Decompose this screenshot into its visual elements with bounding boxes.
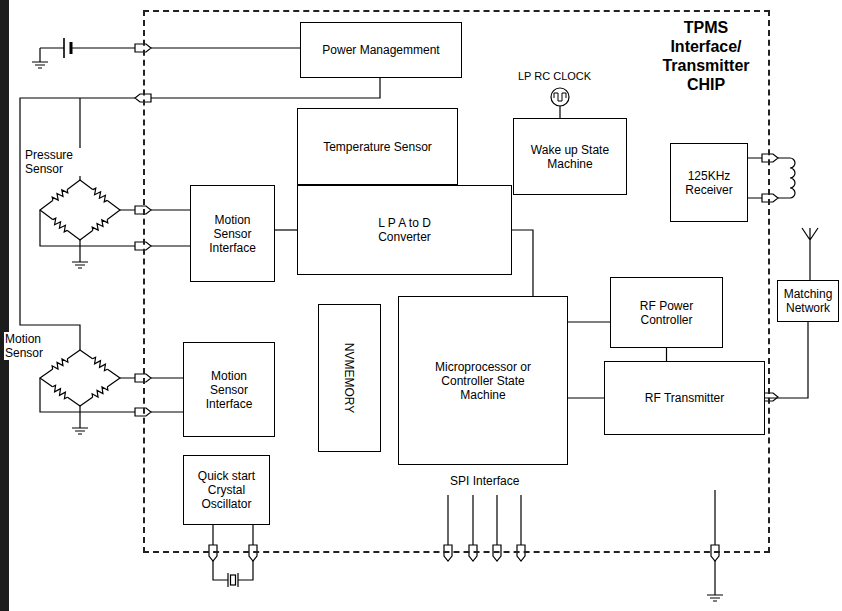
pin-symbol [444, 545, 452, 561]
battery-symbol [63, 38, 65, 58]
resistor-symbol [91, 384, 110, 400]
chip-title: TPMS Interface/ Transmitter CHIP [650, 18, 762, 94]
state-machine-box: Wake up State Machine [513, 118, 627, 195]
ground-symbol [32, 48, 48, 68]
resistor-symbol [91, 356, 110, 372]
signal-wire [512, 230, 533, 296]
supply-wire [151, 47, 300, 48]
block-label: RF Transmitter [645, 391, 724, 405]
block-label: NVMEMORY [343, 343, 357, 413]
resistor-symbol [51, 187, 70, 203]
processor-box: Microprocessor or Controller State Machi… [398, 296, 568, 465]
resistor-symbol [51, 384, 70, 400]
signal-wire [666, 348, 667, 361]
block-label: Wake up State Machine [525, 143, 615, 171]
coil-symbol [778, 158, 795, 198]
block-label: 125KHz Receiver [679, 169, 739, 197]
crystal-symbol [231, 575, 236, 585]
clock-wire [559, 106, 560, 118]
controller-box: RF Power Controller [610, 277, 723, 348]
sensor-label: Motion Sensor [4, 332, 56, 360]
sensor-box: Temperature Sensor [297, 108, 458, 185]
block-label: Motion Sensor Interface [199, 369, 259, 411]
signal-wire [765, 322, 808, 398]
bus-label: SPI Interface [449, 474, 520, 488]
clock-symbol [554, 93, 566, 101]
pin-symbol [469, 545, 477, 561]
block-label: Motion Sensor Interface [203, 213, 263, 255]
block-label: Quick start Crystal Oscillator [188, 469, 265, 511]
wires [20, 38, 818, 601]
matching-box: Matching Network [777, 280, 839, 322]
transmitter-box: RF Transmitter [604, 361, 765, 435]
ground-symbol [72, 428, 88, 434]
ground-symbol [72, 262, 88, 268]
bus-wire [448, 495, 521, 545]
resistor-symbol [91, 187, 110, 203]
antenna-symbol [802, 228, 818, 280]
clock-symbol [551, 88, 569, 106]
signal-wire [275, 229, 297, 230]
pin-symbol [209, 545, 217, 561]
pin-symbol [493, 545, 501, 561]
block-label: Power Managemment [322, 43, 439, 57]
interface-box: Motion Sensor Interface [190, 185, 275, 282]
chip-boundary: TPMS Interface/ Transmitter CHIP Power Ma… [143, 10, 770, 553]
photo-edge [0, 0, 9, 611]
block-label: Temperature Sensor [323, 140, 432, 154]
block-label: Microprocessor or Controller State Machi… [423, 360, 543, 402]
pin-symbol [517, 545, 525, 561]
oscillator-box: Quick start Crystal Oscillator [183, 455, 270, 525]
crystal-symbol [228, 573, 238, 587]
clock-label: LP RC CLOCK [517, 69, 592, 83]
resistor-symbol [51, 217, 70, 233]
bridge-symbol [40, 180, 120, 240]
memory-box: NVMEMORY [318, 304, 381, 452]
sensor-wire [40, 378, 183, 428]
pin-symbol [249, 545, 257, 561]
block-label: Matching Network [781, 287, 835, 315]
converter-box: L P A to D Converter [297, 185, 512, 275]
signal-wire [568, 397, 604, 398]
ground-symbol [707, 595, 723, 601]
resistor-symbol [91, 217, 110, 233]
block-label: L P A to D Converter [355, 216, 455, 244]
block-label: RF Power Controller [631, 299, 703, 327]
pin-symbol [762, 154, 778, 162]
battery-symbol [70, 42, 73, 54]
battery-wire [40, 47, 143, 48]
sensor-wire [40, 210, 190, 262]
process-box: Power Managemment [300, 22, 462, 78]
receiver-box: 125KHz Receiver [670, 143, 748, 222]
interface-box: Motion Sensor Interface [183, 342, 275, 437]
coil-wire [748, 158, 762, 198]
pin-symbol [711, 545, 719, 561]
pin-symbol [762, 194, 778, 202]
ground-wire [714, 490, 715, 595]
sensor-label: Pressure Sensor [24, 148, 82, 176]
signal-wire [568, 321, 610, 322]
